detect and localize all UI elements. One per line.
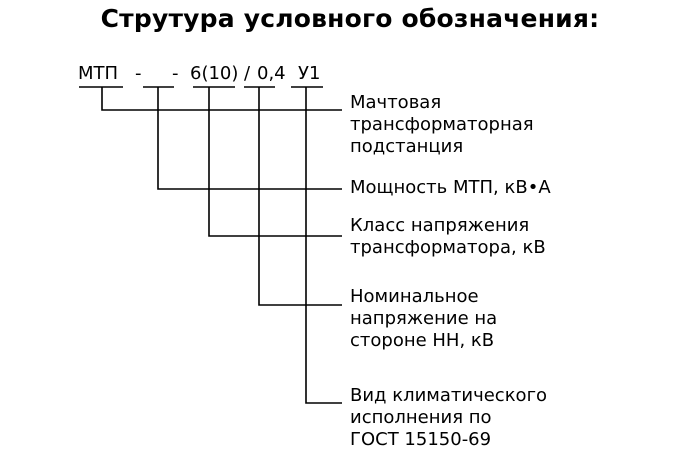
description-line: Класс напряжения bbox=[350, 215, 530, 236]
description-voltage-class: Класс напряжения трансформатора, кВ bbox=[350, 215, 546, 259]
description-power: Мощность МТП, кВ•А bbox=[350, 177, 551, 199]
description-line: Мощность МТП, кВ•А bbox=[350, 177, 551, 198]
leader-climate bbox=[305, 87, 342, 404]
code-voltage-class: 6(10) bbox=[190, 63, 239, 84]
code-slash: / bbox=[244, 63, 251, 84]
description-line: Мачтовая bbox=[350, 92, 442, 113]
code-mtp: МТП bbox=[78, 63, 119, 84]
code-low-voltage: 0,4 bbox=[257, 63, 286, 84]
description-line: ГОСТ 15150-69 bbox=[350, 429, 492, 450]
leader-voltage-class bbox=[208, 87, 342, 237]
description-climate: Вид климатического исполнения по ГОСТ 15… bbox=[350, 385, 547, 451]
code-dash-1: - bbox=[135, 63, 142, 84]
leader-low-voltage bbox=[258, 87, 342, 306]
description-mtp: Мачтовая трансформаторная подстанция bbox=[350, 92, 534, 158]
leader-mtp bbox=[101, 87, 342, 111]
description-line: Номинальное bbox=[350, 286, 479, 307]
leader-power bbox=[157, 87, 342, 190]
diagram-title: Струтура условного обозначения: bbox=[100, 4, 600, 33]
description-line: трансформаторная bbox=[350, 114, 534, 135]
code-dash-2: - bbox=[172, 63, 179, 84]
code-climate: У1 bbox=[298, 63, 321, 84]
description-line: исполнения по bbox=[350, 407, 492, 428]
description-line: напряжение на bbox=[350, 308, 498, 329]
description-line: трансформатора, кВ bbox=[350, 237, 546, 258]
description-line: Вид климатического bbox=[350, 385, 548, 406]
description-line: подстанция bbox=[350, 136, 464, 157]
description-line: стороне НН, кВ bbox=[350, 330, 495, 351]
description-low-voltage: Номинальное напряжение на стороне НН, кВ bbox=[350, 286, 497, 352]
